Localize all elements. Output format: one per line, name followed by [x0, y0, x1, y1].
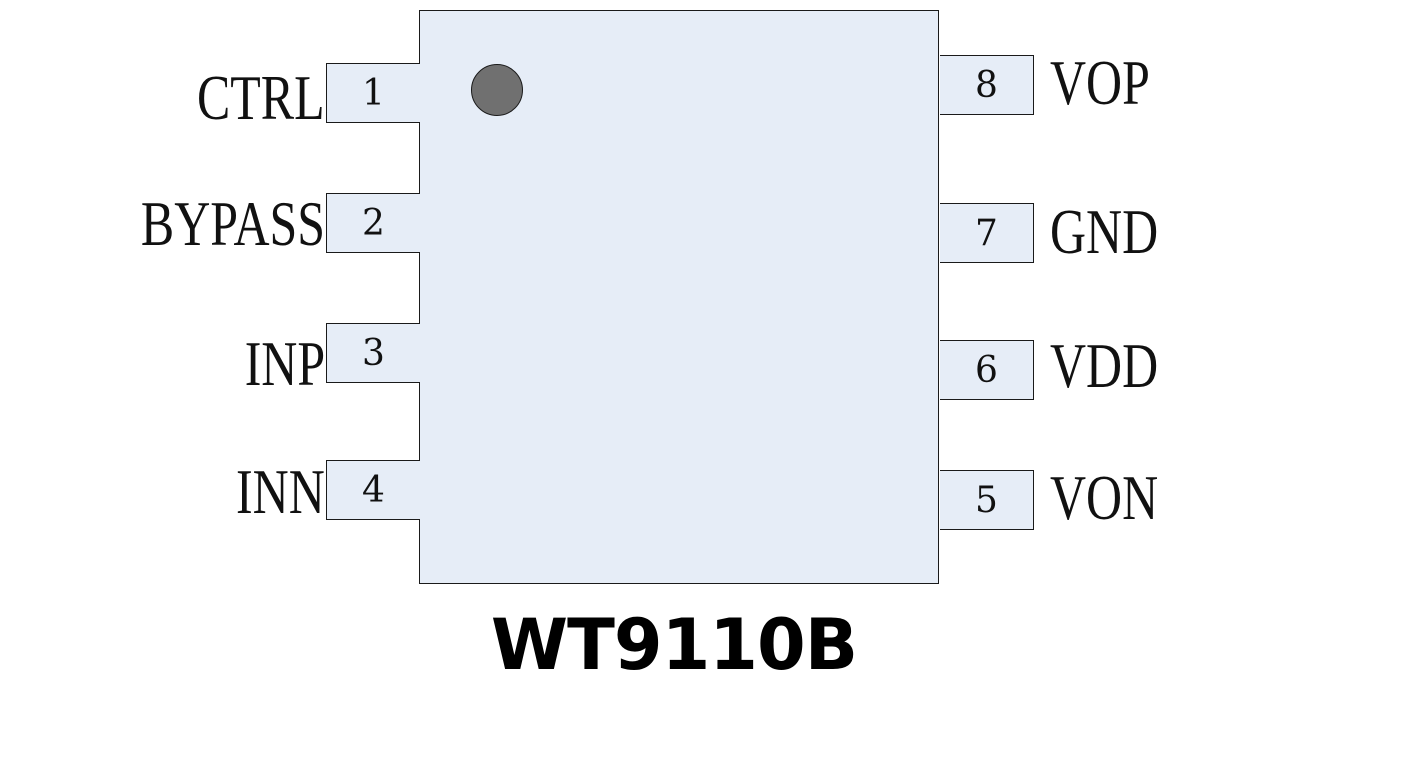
pin-3-label: INP — [244, 328, 325, 399]
pin-1-number: 1 — [362, 72, 385, 114]
pin-2-number: 2 — [362, 202, 385, 244]
pin-8-label: VOP — [1050, 47, 1150, 118]
pin-1-box: 1 — [326, 63, 420, 123]
pin-8-number: 8 — [975, 64, 998, 106]
pin-4-number: 4 — [362, 469, 385, 511]
pin-7-label: GND — [1050, 196, 1159, 267]
pin-3-box: 3 — [326, 323, 420, 383]
part-number-title: WT9110B — [490, 604, 858, 686]
pin-7-box: 7 — [940, 203, 1034, 263]
pin-8-box: 8 — [940, 55, 1034, 115]
pin-6-box: 6 — [940, 340, 1034, 400]
pin-6-label: VDD — [1050, 330, 1159, 401]
pin-3-number: 3 — [362, 332, 385, 374]
pin-5-number: 5 — [975, 479, 998, 521]
pin-4-label: INN — [236, 456, 325, 527]
pin1-marker-dot — [471, 64, 523, 116]
pin-7-number: 7 — [975, 212, 998, 254]
pin-1-label: CTRL — [197, 62, 325, 133]
pin-2-label: BYPASS — [140, 188, 325, 259]
pin-2-box: 2 — [326, 193, 420, 253]
pin-6-number: 6 — [975, 349, 998, 391]
pin-5-box: 5 — [940, 470, 1034, 530]
pin-5-label: VON — [1050, 462, 1159, 533]
pin-4-box: 4 — [326, 460, 420, 520]
